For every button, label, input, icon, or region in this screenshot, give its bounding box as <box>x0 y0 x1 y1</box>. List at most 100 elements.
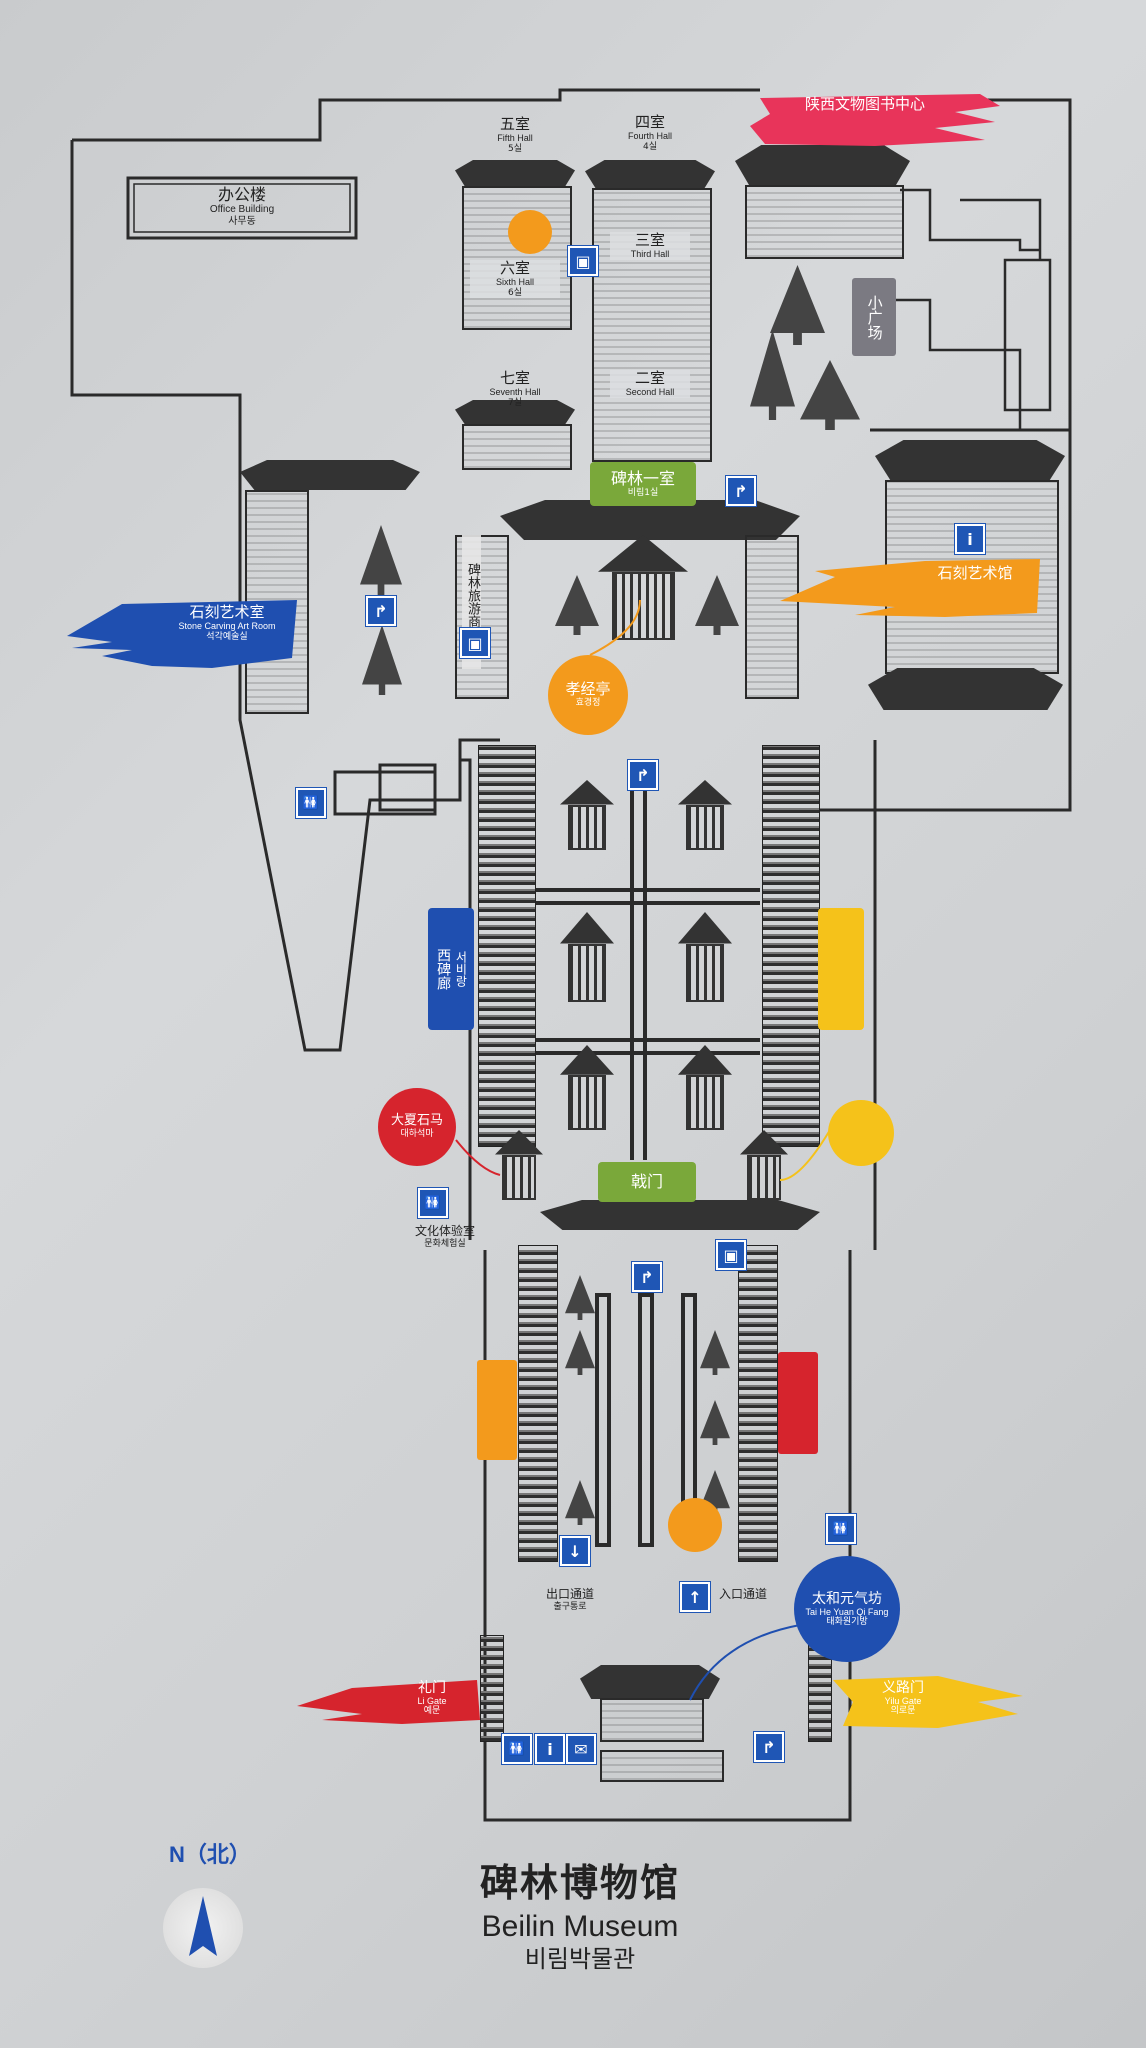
compass <box>163 1888 243 1968</box>
seventh-hall-building <box>462 424 572 470</box>
first-hall-east-wing <box>745 535 799 699</box>
stele-pavilion <box>560 780 614 850</box>
seventh-hall-ko: 7실 <box>507 397 522 408</box>
yellow-marker-east <box>818 908 864 1030</box>
stone-art-room-ko: 석각예술실 <box>206 631 248 642</box>
second-hall-en: Second Hall <box>625 387 675 398</box>
xiaojing-ko: 효경정 <box>575 698 601 709</box>
stone-art-hall-cn: 石刻艺术馆 <box>937 564 1013 582</box>
dahu-tag: 大夏石马 대하석마 <box>378 1088 456 1166</box>
fifth-hall-roof <box>455 160 575 186</box>
inner-east-colonnade <box>738 1245 778 1562</box>
orange-marker-sixth <box>508 210 552 254</box>
orange-marker-west <box>477 1360 517 1460</box>
stele-pavilion <box>678 1045 732 1130</box>
small-square-tag: 小广场 <box>852 278 896 356</box>
west-colonnade <box>478 745 536 1147</box>
li-gate-en: Li Gate <box>417 1696 447 1707</box>
fourth-hall-en: Fourth Hall <box>627 131 672 142</box>
second-hall-label: 二室 Second Hall <box>610 369 690 398</box>
west-hall-ko: 서비랑 <box>453 951 468 987</box>
shaanxi-center-cn: 陕西文物图书中心 <box>804 95 925 113</box>
fourth-hall-ko: 4실 <box>642 141 657 152</box>
li-gate-wall <box>480 1635 504 1742</box>
stone-art-hall-base <box>868 668 1063 710</box>
west-hall-tag: 西碑廊 서비랑 <box>428 908 474 1030</box>
toilet-icon: 🚻 <box>826 1514 856 1544</box>
taihe-arch-body <box>600 1698 704 1742</box>
stone-art-hall-roof <box>875 440 1065 480</box>
title-en: Beilin Museum <box>481 1909 679 1943</box>
orange-brush-stroke <box>780 559 1040 617</box>
small-square-cn: 小广场 <box>865 294 884 340</box>
up-arrow-icon: ↑ <box>680 1582 710 1612</box>
second-hall-cn: 二室 <box>634 369 665 387</box>
sixth-hall-en: Sixth Hall <box>495 277 534 288</box>
title-ko: 비림박물관 <box>524 1945 636 1974</box>
fourth-hall-cn: 四室 <box>634 113 665 131</box>
first-hall-ko: 비림1실 <box>627 488 659 499</box>
taihe-en: Tai He Yuan Qi Fang <box>805 1606 889 1617</box>
culture-room-ko: 문화체험실 <box>424 1238 466 1249</box>
fifth-hall-ko: 5실 <box>507 143 522 154</box>
seventh-hall-cn: 七室 <box>499 369 530 387</box>
li-gate-ko: 예문 <box>423 1706 441 1717</box>
third-hall-label: 三室 Third Hall <box>610 231 690 260</box>
fourth-hall-roof <box>585 160 715 188</box>
office-building-label: 办公楼 Office Building 사무동 <box>140 185 344 227</box>
stele-pavilion <box>678 912 732 1002</box>
li-gate-cn: 礼门 <box>418 1680 446 1696</box>
down-arrow-icon: ↓ <box>560 1536 590 1566</box>
stone-art-room-cn: 石刻艺术室 <box>189 603 265 621</box>
direction-icon: ↱ <box>366 596 396 626</box>
north-label: N（北） <box>169 1842 251 1867</box>
direction-icon: ↱ <box>632 1262 662 1292</box>
title-cn: 碑林博物馆 <box>479 1861 680 1905</box>
fifth-sixth-hall-building <box>462 186 572 330</box>
ji-gate-roof <box>540 1200 820 1230</box>
seventh-hall-en: Seventh Hall <box>489 387 541 398</box>
shop-icon: ▣ <box>460 628 490 658</box>
fifth-hall-cn: 五室 <box>499 115 530 133</box>
red-brush-stroke <box>297 1680 480 1724</box>
shaanxi-center-building <box>745 185 904 259</box>
sixth-hall-cn: 六室 <box>499 259 530 277</box>
pink-brush-stroke <box>750 94 1000 146</box>
third-hall-cn: 三室 <box>634 231 665 249</box>
west-hall-cn: 西碑廊 <box>435 948 452 990</box>
seventh-hall-roof <box>455 400 575 424</box>
culture-room-label: 文化体验室 문화체험실 <box>400 1224 490 1249</box>
toilet-icon: 🚻 <box>418 1188 448 1218</box>
yellow-brush-stroke <box>833 1676 1023 1728</box>
mail-icon: ✉ <box>566 1734 596 1764</box>
east-colonnade <box>762 745 820 1147</box>
exit-cn: 出口通道 <box>545 1587 594 1601</box>
shop-icon: ▣ <box>568 246 598 276</box>
li-gate-text: 礼门 Li Gate 예문 <box>392 1680 472 1717</box>
east-gate-pavilion <box>740 1130 788 1200</box>
yellow-marker-east-pavilion <box>828 1100 894 1166</box>
third-second-hall-building <box>592 188 712 462</box>
xiaojing-cn: 孝经亭 <box>565 680 611 699</box>
office-cn: 办公楼 <box>217 185 266 204</box>
shop-icon: ▣ <box>716 1240 746 1270</box>
xiaojing-tag: 孝经亭 효경정 <box>548 655 628 735</box>
sixth-hall-label: 六室 Sixth Hall 6실 <box>470 259 560 298</box>
stone-art-room-en: Stone Carving Art Room <box>178 621 276 632</box>
stele-pavilion <box>560 912 614 1002</box>
direction-icon: ↱ <box>628 760 658 790</box>
dahu-cn: 大夏石马 <box>390 1113 443 1129</box>
information-icon: i <box>535 1734 565 1764</box>
fifth-hall-label: 五室 Fifth Hall 5실 <box>470 115 560 154</box>
shaanxi-center-banner: 陕西文物图书中心 <box>745 88 1005 152</box>
north-arrow-icon <box>189 1896 217 1956</box>
blue-brush-stroke <box>67 600 297 668</box>
stone-art-room-text: 石刻艺术室 Stone Carving Art Room 석각예술실 <box>157 603 297 642</box>
yi-gate-text: 义路门 Yilu Gate 의로문 <box>848 1680 958 1717</box>
fifth-hall-en: Fifth Hall <box>497 133 533 144</box>
information-icon: i <box>955 524 985 554</box>
ji-gate-cn: 戟门 <box>630 1171 663 1191</box>
ji-gate-tag: 戟门 <box>598 1162 696 1202</box>
office-ko: 사무동 <box>228 215 256 227</box>
taihe-ko: 태화원기방 <box>826 1617 868 1628</box>
